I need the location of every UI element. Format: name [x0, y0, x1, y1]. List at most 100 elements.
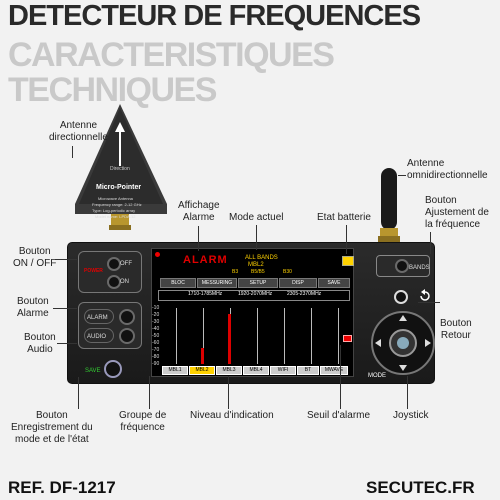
back-arrow-icon: [420, 289, 430, 301]
tab-disp[interactable]: DISP: [279, 278, 317, 288]
callout-line: [228, 376, 229, 409]
alarm-knob[interactable]: [119, 309, 135, 325]
antenna-name: Micro-Pointer: [96, 184, 142, 191]
audio-knob[interactable]: [119, 328, 135, 344]
bands-button[interactable]: [395, 259, 409, 273]
audio-button-label: AUDIO: [87, 334, 107, 340]
label-bouton-alarme: Bouton Alarme: [17, 296, 49, 319]
label-niveau-indication: Niveau d'indication: [190, 410, 274, 421]
label-etat-batterie: Etat batterie: [317, 212, 371, 223]
callout-line: [430, 232, 431, 254]
grid-line: [176, 308, 177, 364]
callout-line: [149, 376, 150, 409]
save-label: SAVE: [85, 368, 101, 374]
display-screen: [151, 248, 354, 377]
off-label: OFF: [120, 261, 132, 267]
page-title: DETECTEUR DE FREQUENCES: [8, 0, 421, 32]
band-2: 1920-2070MHz: [238, 291, 273, 297]
label-antenne-dir: Antenne directionnelle: [49, 120, 108, 143]
callout-line: [72, 146, 73, 158]
antenna-desc2: Frequency range: 2-12 GHz: [92, 202, 142, 207]
audio-button[interactable]: [84, 328, 114, 343]
group-mbl1[interactable]: MBL1: [162, 366, 188, 375]
ytick: -50: [152, 333, 160, 339]
screen-mode-sub: MBL2: [248, 262, 264, 268]
ytick: -70: [152, 347, 160, 353]
callout-line: [198, 226, 199, 251]
grid-line: [203, 308, 204, 364]
antenna-direction-text: Direction: [110, 166, 130, 172]
label-bouton-audio: Bouton Audio: [24, 332, 56, 355]
directional-antenna: [75, 104, 167, 230]
group-bt[interactable]: BT: [297, 366, 319, 375]
callout-line: [256, 225, 257, 250]
callout-line: [55, 259, 77, 260]
group-wifi[interactable]: WIFI: [270, 366, 296, 375]
band-3: 2305-2370MHz: [287, 291, 322, 297]
screen-b30: B30: [283, 269, 292, 275]
label-affichage-alarme: Affichage Alarme: [178, 200, 220, 223]
tab-setup[interactable]: SETUP: [238, 278, 278, 288]
callout-line: [418, 302, 440, 303]
joystick[interactable]: [370, 310, 436, 376]
save-button[interactable]: [104, 360, 122, 378]
ytick: -40: [152, 326, 160, 332]
label-bouton-retour: Bouton Retour: [440, 318, 472, 341]
band-row: [158, 290, 350, 301]
tab-messuring[interactable]: MESSURING: [197, 278, 237, 288]
screen-mode-all: ALL BANDS: [245, 255, 278, 261]
grid-line: [257, 308, 258, 364]
callout-line: [53, 308, 77, 309]
level-bar-mbl2: [201, 348, 204, 364]
power-label: POWER: [84, 268, 103, 274]
callout-line: [398, 175, 406, 176]
label-groupe-frequence: Groupe de fréquence: [119, 410, 167, 433]
off-button[interactable]: [107, 257, 121, 271]
group-mwave[interactable]: MWAVE: [320, 366, 348, 375]
group-mbl4[interactable]: MBL4: [243, 366, 269, 375]
alarm-button-label: ALARM: [87, 315, 108, 321]
bands-label: BANDS: [409, 265, 430, 271]
callout-line: [346, 225, 347, 254]
antenna-desc4: Model name: LPDA-12: [95, 214, 136, 219]
alarm-button[interactable]: [84, 309, 114, 324]
label-bouton-enregistrement: Bouton Enregistrement du mode et de l'ét…: [11, 410, 93, 445]
label-mode-actuel: Mode actuel: [229, 212, 284, 223]
alarm-threshold-marker: [343, 335, 352, 342]
mode-label: MODE: [368, 373, 386, 379]
subtitle-line1: CARACTERISTIQUES: [8, 36, 335, 74]
alarm-led: [155, 252, 160, 257]
callout-line: [57, 343, 77, 344]
on-button[interactable]: [107, 275, 121, 289]
ytick: -10: [152, 305, 160, 311]
screen-alarm-text: ALARM: [183, 254, 228, 266]
label-bouton-onoff: Bouton ON / OFF: [13, 246, 57, 269]
ytick: -60: [152, 340, 160, 346]
label-joystick: Joystick: [393, 410, 429, 421]
ytick: -20: [152, 312, 160, 318]
group-mbl3[interactable]: MBL3: [216, 366, 242, 375]
back-button[interactable]: [394, 290, 408, 304]
screen-b5: B5/B5: [251, 269, 265, 275]
tab-save[interactable]: SAVE: [318, 278, 350, 288]
grid-line: [284, 308, 285, 364]
on-label: ON: [120, 279, 129, 285]
ytick: -80: [152, 354, 160, 360]
antenna-desc3: Type: Log-periodic array: [92, 208, 136, 213]
ytick: -30: [152, 319, 160, 325]
label-seuil-alarme: Seuil d'alarme: [307, 410, 371, 421]
site-name: SECUTEC.FR: [366, 478, 475, 497]
label-antenne-omni: Antenne omnidirectionnelle: [407, 158, 488, 181]
grid-line: [338, 308, 339, 364]
callout-line: [340, 345, 341, 409]
tab-bloc[interactable]: BLOC: [160, 278, 196, 288]
level-bar-mbl3: [228, 314, 231, 364]
antenna-desc1: Microwave Antenna: [98, 196, 133, 201]
callout-line: [407, 376, 408, 409]
callout-line: [78, 377, 79, 409]
label-bouton-ajustement: Bouton Ajustement de la fréquence: [425, 195, 489, 230]
omni-antenna: [378, 168, 400, 244]
screen-b3: B3: [232, 269, 239, 275]
ytick: -90: [152, 361, 160, 367]
group-mbl2[interactable]: MBL2: [189, 366, 215, 375]
